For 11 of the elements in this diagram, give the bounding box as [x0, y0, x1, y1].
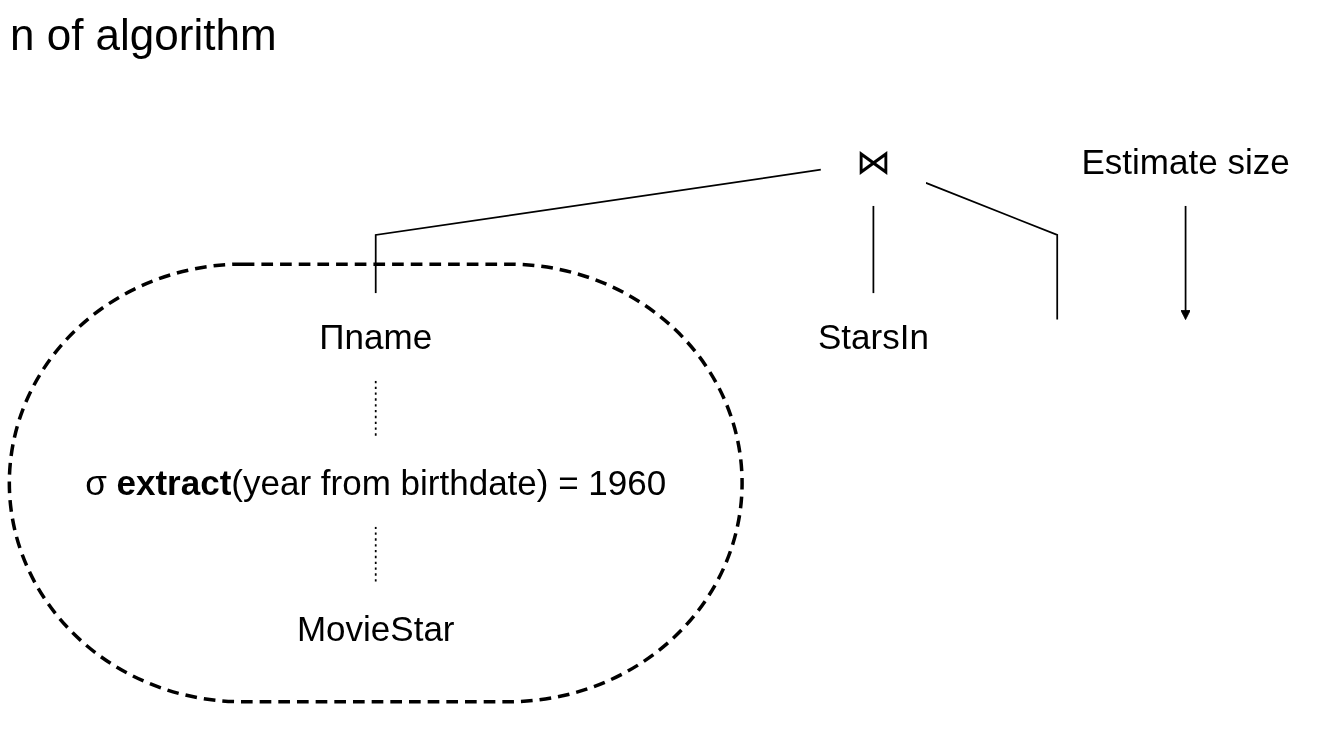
node-text: MovieStar	[296, 609, 455, 649]
node-text: Estimate size	[1081, 142, 1290, 182]
node-text: ⋈	[855, 142, 891, 182]
node-text: Πname	[319, 317, 433, 357]
node-text: StarsIn	[817, 317, 929, 357]
arrow	[1180, 204, 1191, 321]
connector	[374, 168, 822, 295]
heading-text: n of algorithm	[10, 10, 277, 60]
connector	[872, 204, 875, 295]
connector	[925, 182, 1059, 321]
node-text: σ extract(year from birthdate) = 1960	[85, 463, 667, 503]
